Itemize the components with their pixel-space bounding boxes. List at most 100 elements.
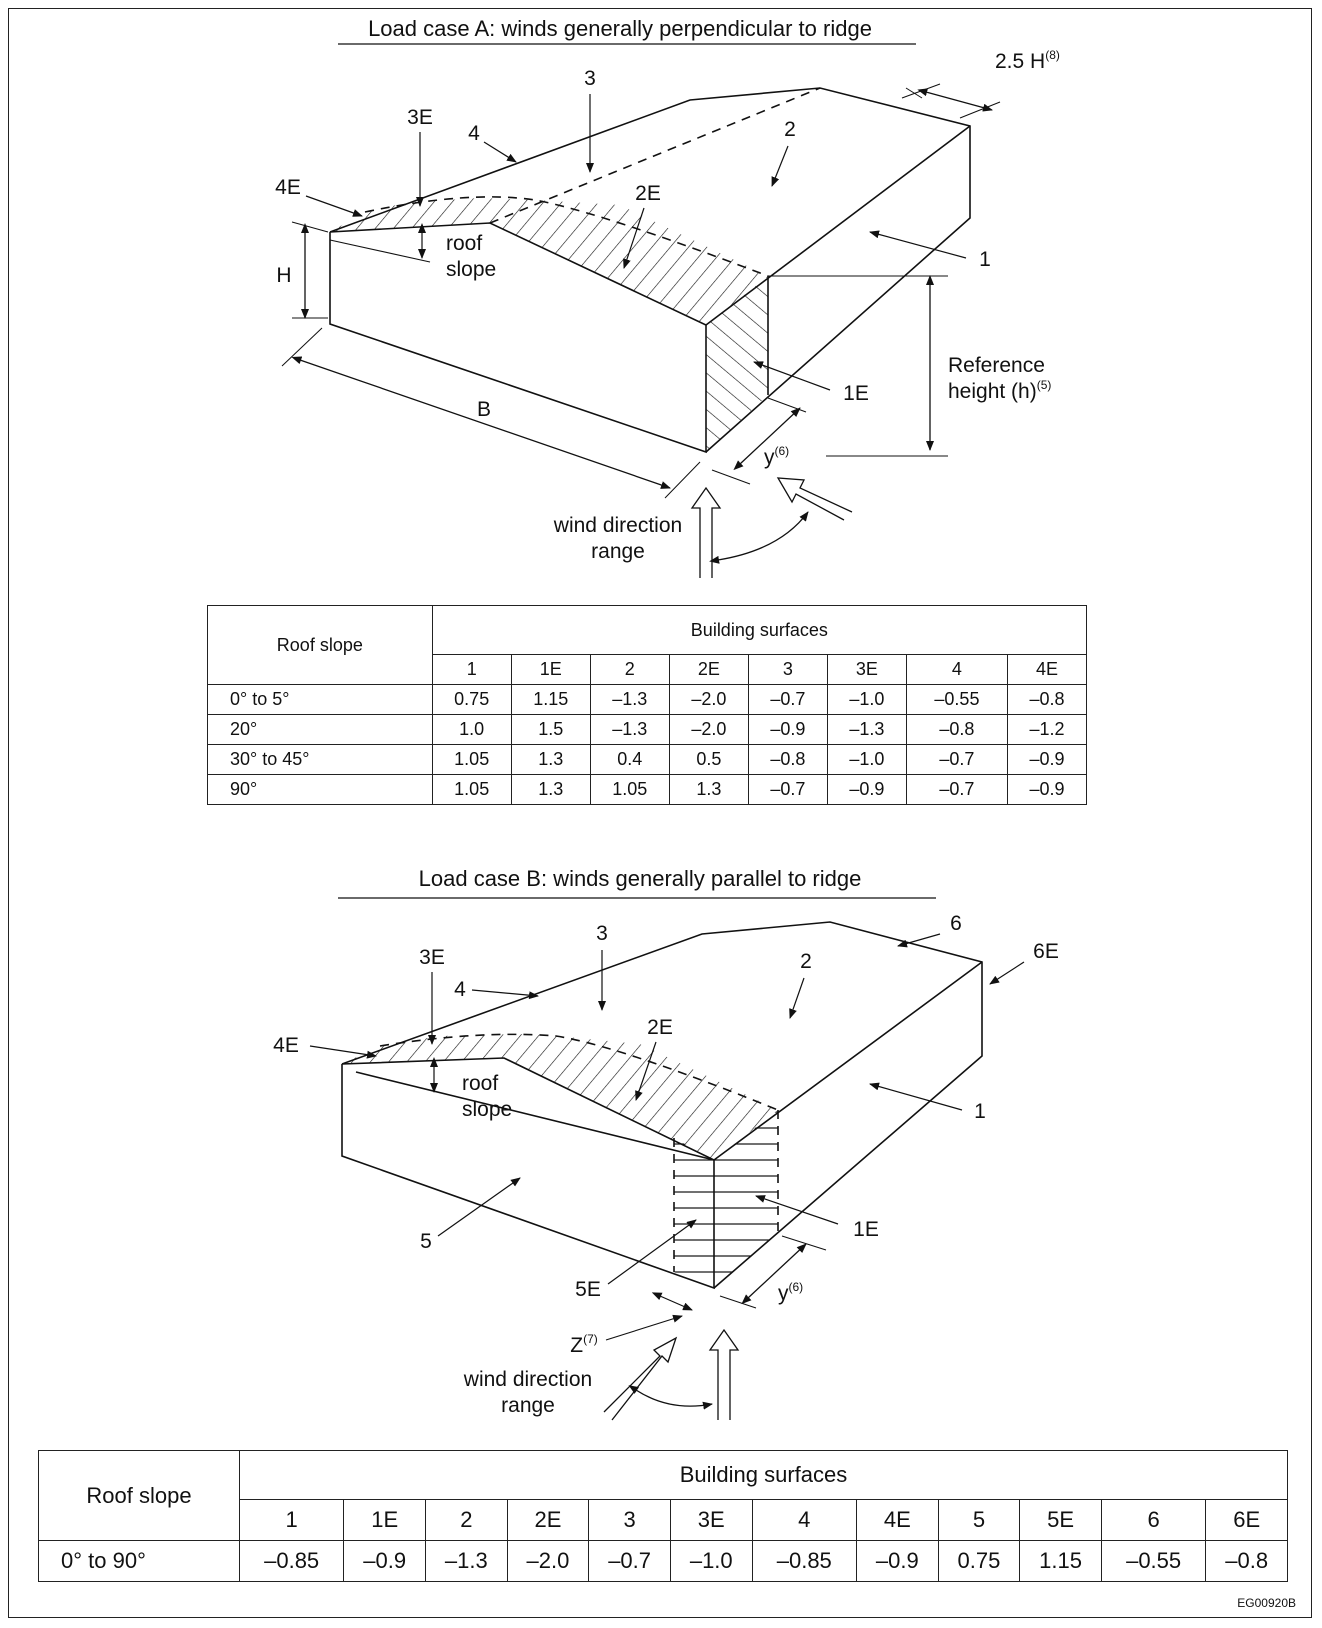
zone-3e-4e-hatch bbox=[330, 198, 535, 232]
coefficient-cell: 1.05 bbox=[589, 774, 670, 805]
column-header: 3E bbox=[826, 654, 907, 685]
coefficient-cell: –0.7 bbox=[747, 684, 828, 715]
column-header: 2 bbox=[589, 654, 670, 685]
zone-3e-4e-hatch-b bbox=[342, 1034, 556, 1064]
column-header: 3 bbox=[588, 1499, 671, 1541]
coefficient-cell: 1.3 bbox=[668, 774, 749, 805]
figure-code: EG00920B bbox=[1237, 1596, 1296, 1610]
coefficient-cell: –0.9 bbox=[343, 1540, 426, 1582]
case-a-title: Load case A: winds generally perpendicul… bbox=[368, 16, 872, 41]
label-y: y(6) bbox=[764, 444, 789, 469]
row-slope-cell: 0° to 90° bbox=[38, 1540, 240, 1582]
label-surface-5e-b: 5E bbox=[575, 1278, 601, 1301]
coefficient-cell: –2.0 bbox=[506, 1540, 590, 1582]
label-surface-4e-b: 4E bbox=[273, 1034, 299, 1057]
coefficient-cell: 0.75 bbox=[937, 1540, 1021, 1582]
label-reference-height: height (h)(5) bbox=[948, 378, 1051, 403]
coefficient-cell: –0.85 bbox=[751, 1540, 857, 1582]
figure-frame bbox=[8, 8, 1312, 1618]
column-header: 1 bbox=[238, 1499, 345, 1541]
coefficient-cell: –2.0 bbox=[668, 714, 749, 745]
label-surface-1: 1 bbox=[979, 248, 991, 271]
coefficient-cell: –0.8 bbox=[1205, 1540, 1288, 1582]
label-surface-3: 3 bbox=[584, 67, 596, 90]
coefficient-cell: –0.8 bbox=[1006, 684, 1088, 715]
coefficient-cell: –1.0 bbox=[669, 1540, 753, 1582]
label-surface-4e: 4E bbox=[275, 176, 301, 199]
column-header: 1E bbox=[510, 654, 591, 685]
row-slope-cell: 30° to 45° bbox=[207, 744, 433, 775]
coefficient-cell: 1.3 bbox=[510, 774, 591, 805]
coefficient-cell: 1.0 bbox=[431, 714, 512, 745]
case-a-building-outline bbox=[329, 87, 971, 454]
label-wind-range-b: range bbox=[501, 1394, 555, 1417]
coefficient-cell: –1.3 bbox=[589, 684, 670, 715]
column-header: 2E bbox=[506, 1499, 590, 1541]
table-b-group-header: Building surfaces bbox=[238, 1450, 1289, 1500]
coefficient-cell: –0.8 bbox=[905, 714, 1008, 745]
case-b-title: Load case B: winds generally parallel to… bbox=[419, 866, 862, 891]
column-header: 6E bbox=[1205, 1499, 1288, 1541]
coefficient-cell: –0.55 bbox=[905, 684, 1008, 715]
column-header: 2E bbox=[668, 654, 749, 685]
coefficient-cell: –0.7 bbox=[588, 1540, 671, 1582]
label-surface-3e-b: 3E bbox=[419, 946, 445, 969]
label-surface-6-b: 6 bbox=[950, 912, 962, 935]
coefficient-cell: –0.9 bbox=[747, 714, 828, 745]
coefficient-cell: 1.05 bbox=[431, 774, 512, 805]
coefficient-cell: –2.0 bbox=[668, 684, 749, 715]
label-b: B bbox=[477, 398, 491, 421]
label-surface-2e-b: 2E bbox=[647, 1016, 673, 1039]
column-header: 6 bbox=[1100, 1499, 1207, 1541]
label-surface-3e: 3E bbox=[407, 106, 433, 129]
label-y-b: y(6) bbox=[778, 1280, 803, 1305]
label-wind-direction-b: wind direction bbox=[463, 1368, 592, 1391]
label-surface-2e: 2E bbox=[635, 182, 661, 205]
column-header: 4 bbox=[905, 654, 1008, 685]
coefficient-cell: 0.5 bbox=[668, 744, 749, 775]
label-surface-1-b: 1 bbox=[974, 1100, 986, 1123]
coefficient-cell: –0.85 bbox=[238, 1540, 345, 1582]
coefficient-cell: –1.2 bbox=[1006, 714, 1088, 745]
label-z-b: Z(7) bbox=[570, 1332, 598, 1357]
coefficient-cell: 1.15 bbox=[1019, 1540, 1102, 1582]
column-header: 5 bbox=[937, 1499, 1021, 1541]
row-slope-cell: 20° bbox=[207, 714, 433, 745]
coefficient-cell: –0.9 bbox=[855, 1540, 939, 1582]
column-header: 1E bbox=[343, 1499, 426, 1541]
coefficient-cell: –1.0 bbox=[826, 684, 907, 715]
row-slope-cell: 90° bbox=[207, 774, 433, 805]
table-row: 0° to 90°–0.85–0.9–1.3–2.0–0.7–1.0–0.85–… bbox=[38, 1540, 1288, 1582]
label-slope: slope bbox=[446, 258, 496, 281]
coefficient-cell: 0.75 bbox=[431, 684, 512, 715]
column-header: 4 bbox=[751, 1499, 857, 1541]
label-surface-5-b: 5 bbox=[420, 1230, 432, 1253]
coefficient-cell: –0.9 bbox=[1006, 744, 1088, 775]
label-surface-1e-b: 1E bbox=[853, 1218, 879, 1241]
coefficient-cell: –0.8 bbox=[747, 744, 828, 775]
case-b-wind-arrows bbox=[603, 1328, 740, 1421]
label-roof-b: roof bbox=[462, 1072, 498, 1095]
coefficient-cell: –0.7 bbox=[905, 744, 1008, 775]
column-header: 3 bbox=[747, 654, 828, 685]
table-b-row-header: Roof slope bbox=[38, 1450, 240, 1541]
coefficient-cell: –1.0 bbox=[826, 744, 907, 775]
label-surface-4: 4 bbox=[468, 122, 480, 145]
column-header: 1 bbox=[431, 654, 512, 685]
coefficient-cell: –0.7 bbox=[905, 774, 1008, 805]
label-wind-range: range bbox=[591, 540, 645, 563]
column-header: 4E bbox=[1006, 654, 1088, 685]
column-header: 5E bbox=[1019, 1499, 1102, 1541]
table-b-body: 0° to 90°–0.85–0.9–1.3–2.0–0.7–1.0–0.85–… bbox=[38, 1540, 1288, 1582]
table-a-group-header: Building surfaces bbox=[431, 605, 1088, 655]
coefficient-cell: 1.3 bbox=[510, 744, 591, 775]
coefficient-cell: –1.3 bbox=[589, 714, 670, 745]
coefficient-cell: 1.15 bbox=[510, 684, 591, 715]
